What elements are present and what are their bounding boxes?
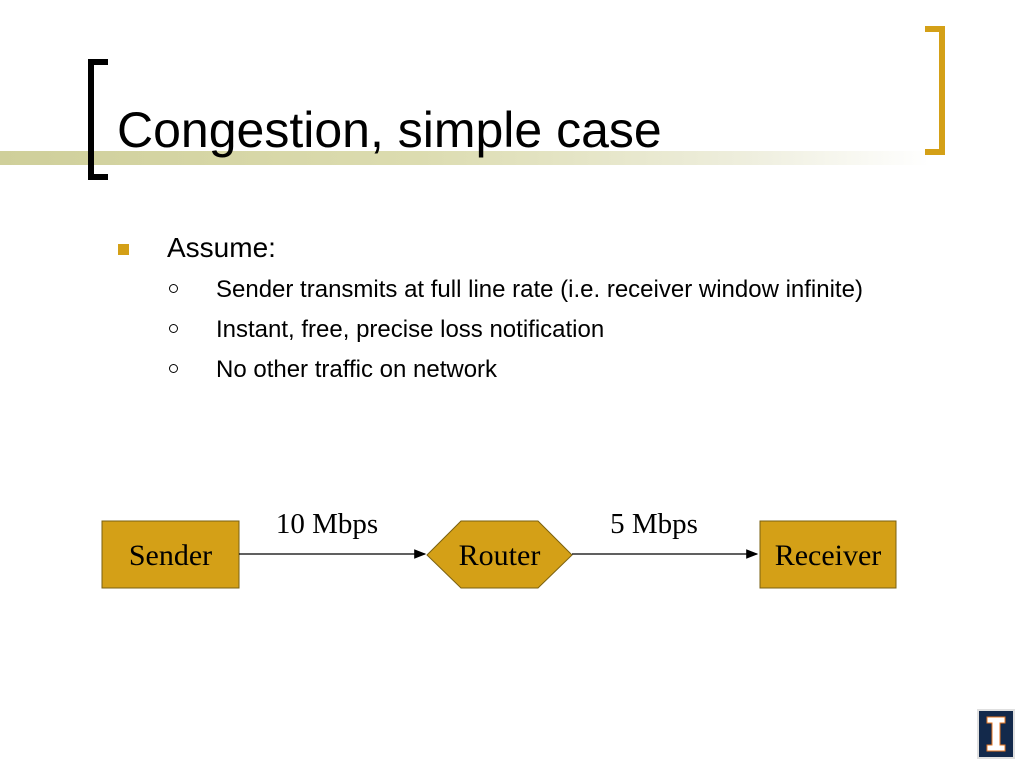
title-band	[0, 151, 930, 165]
sub-bullet-item: No other traffic on network	[169, 354, 896, 386]
receiver-label: Receiver	[775, 539, 882, 572]
circle-bullet-icon	[169, 364, 178, 373]
slide-title: Congestion, simple case	[117, 102, 662, 158]
router-hexagon	[426, 520, 573, 589]
sender-label: Sender	[129, 539, 212, 572]
right-bracket-decoration	[925, 26, 945, 155]
circle-bullet-icon	[169, 284, 178, 293]
receiver-box	[759, 520, 897, 589]
circle-bullet-icon	[169, 324, 178, 333]
sub-bullet-text: Instant, free, precise loss notification	[216, 316, 605, 343]
receiver-node: Receiver	[759, 520, 897, 589]
network-diagram: Sender 10 Mbps Router 5 Mbps Receiver	[0, 500, 1024, 610]
block-i-logo-icon	[986, 716, 1006, 752]
router-label: Router	[459, 539, 541, 572]
left-bracket-decoration	[88, 59, 108, 180]
router-node: Router	[426, 520, 573, 589]
sender-node: Sender	[101, 520, 240, 589]
university-logo-icon	[977, 709, 1015, 759]
sub-bullet-text: No other traffic on network	[216, 356, 498, 383]
bullet-item: Assume:	[116, 230, 916, 266]
sub-bullet-text: Sender transmits at full line rate (i.e.…	[216, 276, 863, 303]
bullet-list: Assume: Sender transmits at full line ra…	[116, 230, 916, 386]
square-bullet-icon	[118, 244, 129, 255]
link-rate-label: 10 Mbps	[276, 508, 378, 540]
bullet-text: Assume:	[167, 232, 276, 263]
link-rate-label: 5 Mbps	[610, 508, 698, 540]
network-diagram-svg: Sender 10 Mbps Router 5 Mbps Receiver	[101, 508, 897, 589]
sub-bullet-item: Sender transmits at full line rate (i.e.…	[169, 274, 896, 306]
sub-bullet-item: Instant, free, precise loss notification	[169, 314, 896, 346]
